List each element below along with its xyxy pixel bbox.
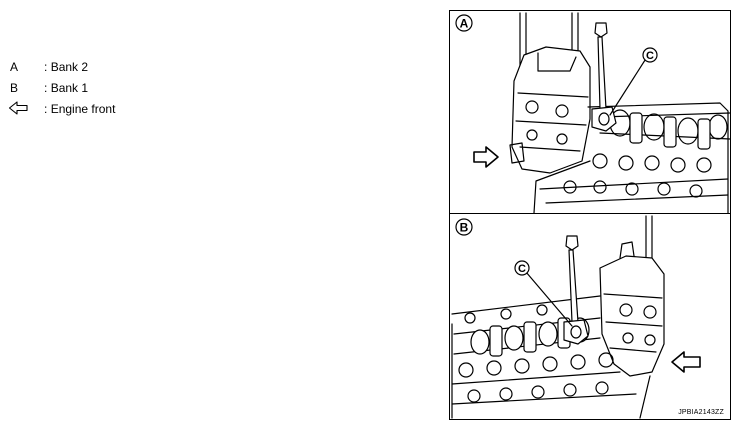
- panel-b-callout-c: C: [514, 260, 530, 276]
- outline-arrow-left-icon: [8, 100, 30, 119]
- legend-value-engine-front: : Engine front: [44, 102, 115, 116]
- panel-b-bank-1: B C: [450, 214, 730, 419]
- legend-separator: :: [44, 81, 48, 95]
- svg-text:A: A: [460, 17, 469, 31]
- figure-code: JPBIA2143ZZ: [678, 409, 724, 416]
- svg-text:C: C: [646, 50, 654, 62]
- legend-separator: :: [44, 102, 48, 116]
- legend-separator: :: [44, 60, 48, 74]
- panel-a-label: A: [455, 14, 473, 32]
- legend-text: Bank 2: [50, 60, 89, 74]
- engine-illustration-figure: A C: [449, 10, 731, 420]
- legend-value-bank-1: : Bank 1: [44, 81, 88, 95]
- bank-1-illustration: B C: [451, 215, 701, 419]
- panel-a-callout-c: C: [642, 47, 658, 63]
- svg-text:C: C: [518, 263, 526, 275]
- panel-b-label: B: [455, 218, 473, 236]
- legend-text: Engine front: [50, 102, 116, 116]
- legend-key-a: A: [10, 60, 19, 74]
- bank-2-illustration: A C: [455, 12, 730, 213]
- panel-a-bank-2: A C: [450, 11, 730, 214]
- legend-value-bank-2: : Bank 2: [44, 60, 88, 74]
- svg-text:B: B: [460, 221, 469, 235]
- legend-key-b: B: [10, 81, 19, 95]
- legend-text: Bank 1: [50, 81, 89, 95]
